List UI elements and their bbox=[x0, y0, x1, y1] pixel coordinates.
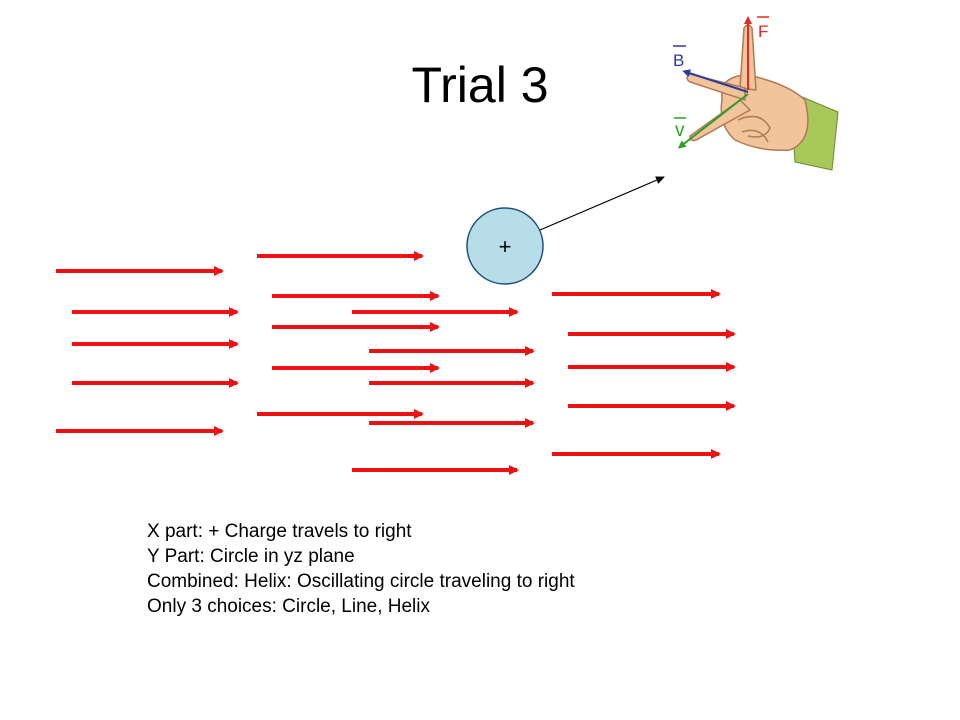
note-choices: Only 3 choices: Circle, Line, Helix bbox=[147, 596, 430, 617]
note-y-part: Y Part: Circle in yz plane bbox=[147, 546, 355, 567]
magnetic-field-vector-arrow bbox=[682, 69, 749, 93]
note-combined: Combined: Helix: Oscillating circle trav… bbox=[147, 571, 575, 592]
charge-velocity-arrow bbox=[539, 176, 665, 231]
explanation-notes: X part: + Charge travels to right Y Part… bbox=[147, 519, 575, 619]
positive-charge: + bbox=[466, 207, 544, 285]
force-label: F bbox=[758, 22, 768, 41]
curled-finger-line bbox=[737, 115, 771, 138]
curled-finger-line bbox=[741, 129, 769, 143]
charge-circle bbox=[466, 207, 544, 285]
right-hand-rule-illustration: F B v bbox=[673, 16, 839, 171]
magnetic-field-arrows bbox=[56, 251, 736, 475]
magnetic-field-label: B bbox=[673, 51, 684, 70]
middle-finger-shape bbox=[689, 99, 752, 142]
slide-title: Trial 3 bbox=[411, 57, 549, 113]
note-x-part: X part: + Charge travels to right bbox=[147, 521, 412, 542]
velocity-label: v bbox=[675, 120, 685, 141]
charge-label: + bbox=[499, 234, 512, 259]
velocity-vector-arrow bbox=[677, 93, 749, 149]
